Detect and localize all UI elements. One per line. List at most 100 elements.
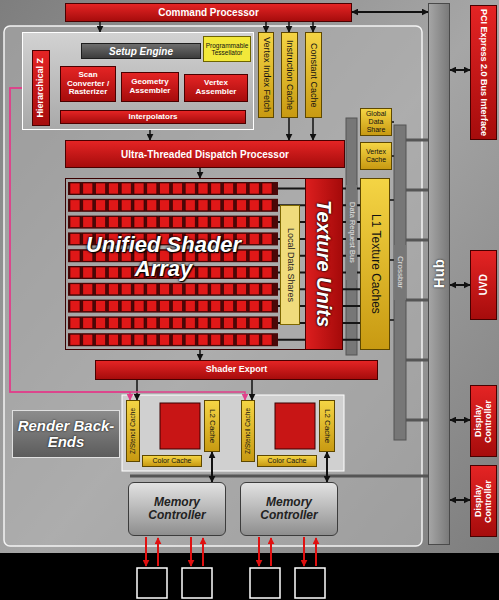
process-box: Scan Converter / Rasterizer	[60, 66, 116, 102]
stream-core	[70, 183, 80, 194]
node-label: Color Cache	[153, 457, 192, 465]
node-label: Display Controller	[474, 467, 494, 535]
simd-strip	[68, 283, 278, 296]
stream-core	[224, 301, 234, 312]
node-label: Memory Controller	[242, 496, 336, 522]
tessellator-box: Programmable Tessellator	[203, 36, 251, 62]
stream-core	[70, 267, 80, 278]
l1-cache-column: L1 Texture Caches	[360, 178, 390, 350]
memory-chip	[137, 568, 167, 598]
cache-crossbar-wire	[390, 199, 394, 201]
pcie-interface: PCI Express 2.0 Bus Interface	[470, 5, 497, 140]
simd-strip	[68, 182, 278, 195]
stream-core	[224, 284, 234, 295]
stream-core	[160, 200, 170, 211]
display-controller: Display Controller	[470, 465, 497, 537]
stream-core	[198, 217, 208, 228]
crossbar-hub-wire	[406, 359, 428, 362]
stream-core	[262, 233, 272, 244]
stream-core	[236, 301, 246, 312]
memory-chip	[182, 568, 212, 598]
stream-core	[160, 183, 170, 194]
simd-strip	[68, 199, 278, 212]
node-label: Z/Stencil Cache	[129, 408, 136, 454]
connector	[352, 11, 428, 13]
stream-core	[211, 284, 221, 295]
zstencil-cache: Z/Stencil Cache	[126, 400, 140, 462]
stream-core	[172, 284, 182, 295]
stream-core	[134, 334, 144, 345]
shader-export-bar: Shader Export	[95, 360, 378, 380]
data-request-bus-bar	[346, 118, 357, 355]
stream-core	[121, 200, 131, 211]
node-label: Ultra-Threaded Dispatch Processor	[121, 149, 289, 160]
crossbar-hub-wire	[406, 139, 428, 142]
node-label: L1 Texture Caches	[368, 214, 381, 314]
simd-strip	[68, 216, 278, 229]
stream-core	[160, 284, 170, 295]
stream-core	[96, 334, 106, 345]
stream-core	[211, 317, 221, 328]
bus-label: Crossbar	[394, 245, 406, 300]
stream-core	[134, 183, 144, 194]
node-label: Global Data Share	[362, 110, 390, 133]
stream-core	[70, 301, 80, 312]
node-label: UVD	[478, 274, 489, 295]
memory-wire	[303, 537, 305, 566]
stream-core	[70, 200, 80, 211]
cache-box: Vertex Cache	[360, 142, 392, 170]
connector	[288, 22, 290, 32]
stream-core	[147, 183, 157, 194]
node-label: Programmable Tessellator	[205, 42, 249, 56]
crossbar-hub-wire	[406, 239, 428, 242]
stream-core	[160, 301, 170, 312]
stream-core	[96, 183, 106, 194]
stream-core	[236, 183, 246, 194]
stream-core	[172, 317, 182, 328]
stream-core	[108, 284, 118, 295]
memory-chip	[295, 568, 325, 598]
stream-core	[83, 183, 93, 194]
connector	[199, 350, 201, 360]
bus-name: Crossbar	[396, 256, 405, 288]
interpolators-bar: Interpolators	[60, 110, 246, 124]
stream-core	[262, 267, 272, 278]
stream-core	[211, 301, 221, 312]
dispatch-processor: Ultra-Threaded Dispatch Processor	[65, 140, 345, 168]
stream-core	[262, 250, 272, 261]
stream-core	[249, 317, 259, 328]
stream-core	[108, 301, 118, 312]
local-data-shares: Local Data Shares	[280, 205, 300, 325]
stream-core	[262, 183, 272, 194]
node-label: L2 Cache	[323, 409, 332, 443]
stream-core	[121, 267, 131, 278]
stream-core	[83, 317, 93, 328]
color-cache: Color Cache	[142, 455, 202, 467]
render-backend-logic	[275, 403, 315, 449]
stream-core	[198, 200, 208, 211]
simd-strip	[68, 333, 278, 346]
stream-core	[198, 334, 208, 345]
l2-cache: L2 Cache	[319, 400, 335, 452]
stream-core	[108, 217, 118, 228]
stream-core	[96, 267, 106, 278]
stream-core	[211, 183, 221, 194]
node-label: PCI Express 2.0 Bus Interface	[479, 9, 489, 136]
stream-core	[249, 267, 259, 278]
stream-core	[108, 183, 118, 194]
stream-core	[134, 301, 144, 312]
hub-bar: Hub	[428, 3, 450, 545]
heading-box: Setup Engine	[81, 43, 201, 59]
node-label: Local Data Shares	[285, 228, 295, 302]
node-label: Unified Shader Array	[78, 233, 249, 281]
connector	[136, 380, 138, 400]
cache-box: Global Data Share	[360, 108, 392, 136]
stream-core	[249, 301, 259, 312]
stream-core	[262, 200, 272, 211]
stream-core	[224, 334, 234, 345]
stream-core	[70, 217, 80, 228]
stream-core	[185, 334, 195, 345]
node-label: Color Cache	[268, 457, 307, 465]
stream-core	[70, 317, 80, 328]
